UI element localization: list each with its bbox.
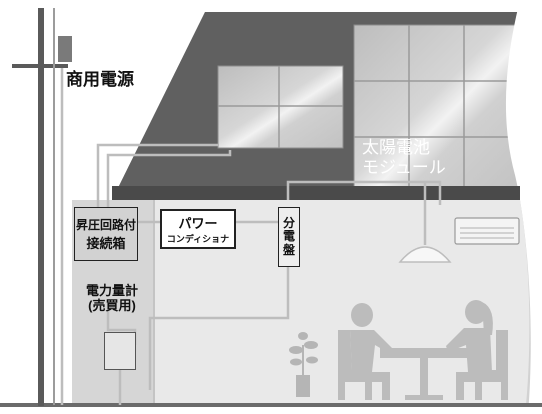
person-silhouette-icon xyxy=(350,303,392,400)
person-silhouette-icon xyxy=(446,300,493,400)
solar-module-label: 太陽電池 モジュール xyxy=(362,138,446,177)
meter-label-line1: 電力量計 xyxy=(86,283,139,298)
junction-box: 昇圧回路付 接続箱 xyxy=(74,207,138,261)
utility-pole-icon xyxy=(12,8,72,406)
scene-cutout xyxy=(505,0,542,414)
solar-panel-icon xyxy=(353,24,521,194)
distribution-board-label-char1: 分 xyxy=(282,216,295,231)
solar-panel-icon xyxy=(217,65,344,149)
power-conditioner-box: パワー コンディショナ xyxy=(160,209,236,249)
distribution-board-label-char2: 電 xyxy=(282,229,295,244)
table-chairs-icon xyxy=(338,330,508,400)
meter-label: 電力量計 (売買用) xyxy=(86,283,139,314)
junction-box-label-line2: 接続箱 xyxy=(86,236,126,251)
solar-module-label-line1: 太陽電池 xyxy=(362,138,430,157)
plant-icon xyxy=(289,332,318,397)
meter-label-line2: (売買用) xyxy=(88,297,136,313)
distribution-board-label-char3: 盤 xyxy=(282,242,295,257)
air-conditioner-icon xyxy=(454,217,520,245)
electric-meter-box xyxy=(104,332,136,370)
power-conditioner-label-line1: パワー xyxy=(178,216,218,231)
ground-line xyxy=(0,403,542,407)
distribution-board-box: 分 電 盤 xyxy=(278,207,300,267)
junction-box-label-line1: 昇圧回路付 xyxy=(75,218,136,232)
eaves xyxy=(112,186,520,200)
pendant-lamp-icon xyxy=(398,200,452,263)
grid-power-label: 商用電源 xyxy=(66,70,134,89)
solar-module-label-line2: モジュール xyxy=(362,157,446,177)
power-conditioner-label-line2: コンディショナ xyxy=(166,234,230,244)
